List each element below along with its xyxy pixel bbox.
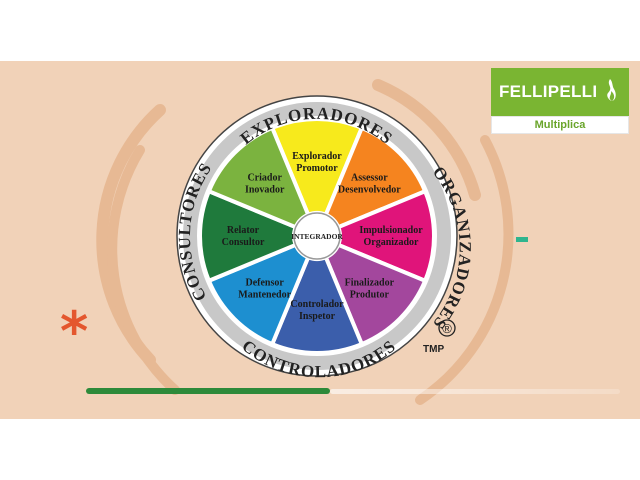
segment-label-line1: Finalizador <box>345 277 395 288</box>
letterbox-top <box>0 0 640 61</box>
wheel-segments <box>198 117 436 355</box>
segment-label-line2: Mantenedor <box>238 289 291 300</box>
logo-tagline: Multiplica <box>534 119 586 131</box>
registered-mark: ® <box>442 321 452 336</box>
logo-tagline-bar: Multiplica <box>491 116 629 134</box>
bar-fade <box>330 389 620 394</box>
asterisk-decoration: * <box>60 300 89 363</box>
segment-label-line1: Defensor <box>246 277 285 288</box>
segment-label-line2: Promotor <box>296 163 338 174</box>
brand-logo: FELLIPELLI Multiplica <box>491 68 629 134</box>
logo-name: FELLIPELLI <box>499 82 598 101</box>
segment-label-line2: Consultor <box>222 237 265 248</box>
segment-label-line1: Criador <box>247 173 282 184</box>
segment-label-line2: Organizador <box>364 237 420 248</box>
segment-label-line2: Inovador <box>245 185 285 196</box>
letterbox-bottom <box>0 419 640 480</box>
tmp-mark: TMP <box>423 344 445 355</box>
registered-mark-circle <box>438 319 456 337</box>
decorative-rings <box>96 79 514 405</box>
segment-label-line2: Inspetor <box>299 311 336 322</box>
segment-label-line2: Desenvolvedor <box>338 185 401 196</box>
teal-dash-decoration <box>516 237 528 242</box>
segment-label-line1: Controlador <box>290 299 344 310</box>
logo-banner: FELLIPELLI <box>491 68 629 116</box>
segment-label-line1: Assessor <box>351 173 388 184</box>
segment-label-line1: Relator <box>227 225 260 236</box>
segment-label-line1: Impulsionador <box>359 225 423 236</box>
segment-label-line2: Produtor <box>350 289 390 300</box>
segment-label-line1: Explorador <box>292 151 342 162</box>
flame-icon <box>603 78 617 107</box>
center-hub <box>293 212 341 260</box>
progress-bar-accent <box>86 388 330 394</box>
center-label: INTEGRADOR <box>291 232 343 241</box>
